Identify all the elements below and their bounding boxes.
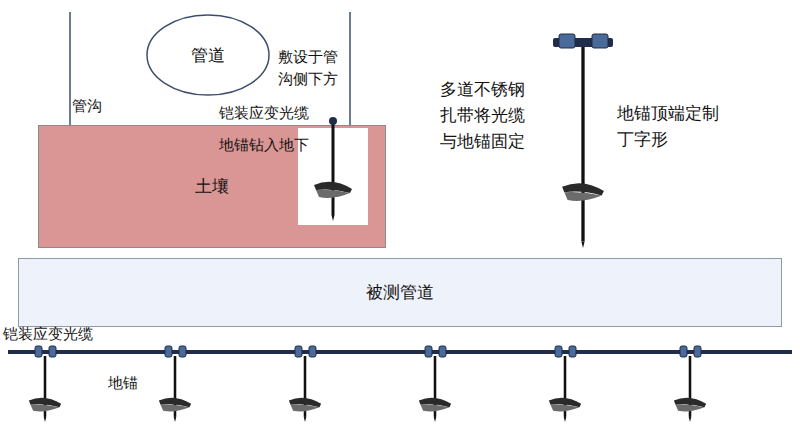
cable-label: 铠装应变光缆 [219, 104, 309, 122]
anchor-shaft [332, 122, 335, 215]
anchor-label: 地锚 [108, 374, 138, 392]
cable-clamp [309, 346, 316, 357]
anchor-helix [31, 405, 60, 412]
cable-section [329, 117, 337, 125]
node-label: 被测管道 [366, 281, 434, 304]
pipe-outline [147, 15, 269, 95]
anchor-helix [291, 405, 320, 412]
t-anchor [553, 34, 613, 248]
cable-clamp [165, 346, 172, 357]
cable-clamp [425, 346, 432, 357]
anchor-tip [689, 417, 692, 422]
note-text: 多道不锈钢 扎带将光缆 与地锚固定 [440, 76, 535, 154]
anchor-tip [44, 417, 47, 422]
anchor-helix [564, 192, 601, 201]
note-text: 地锚钻入地下 [219, 136, 309, 154]
cable-clamp [680, 346, 687, 357]
cable-clamp [179, 346, 186, 357]
anchor-helix [161, 405, 190, 412]
cable-clamp [35, 346, 42, 357]
ground-anchors [29, 34, 706, 422]
anchor-helix [551, 405, 580, 412]
cable-clamp [569, 346, 576, 357]
anchor-tip [304, 417, 307, 422]
anchor-tip [174, 417, 177, 422]
node-label: 土壤 [195, 175, 229, 198]
note-text: 敷设于管 沟侧下方 [278, 46, 347, 90]
cable-label: 铠装应变光缆 [3, 325, 93, 343]
cable-clamp [592, 34, 608, 48]
anchor-helix [676, 405, 705, 412]
cable-clamp [439, 346, 446, 357]
trench-label: 管沟 [72, 97, 102, 115]
cable-clamp [555, 346, 562, 357]
anchor-tip [581, 241, 584, 248]
anchor-tip [564, 417, 567, 422]
cable-clamp [49, 346, 56, 357]
trench-wall [69, 12, 71, 125]
armored-cable [8, 350, 792, 354]
cable-clamp [559, 34, 575, 48]
anchor-helix [421, 405, 450, 412]
node-label: 管道 [191, 44, 225, 67]
anchor-helix [316, 190, 350, 198]
pipe-ellipse: 管道 [146, 14, 270, 96]
cable-clamp [295, 346, 302, 357]
note-text: 地锚顶端定制 丁字形 [617, 100, 729, 152]
trench-wall [349, 12, 351, 125]
cable-clamp [694, 346, 701, 357]
anchor-tip [332, 215, 335, 221]
measured-pipe-band: 被测管道 [18, 258, 782, 327]
anchor-shaft [581, 47, 584, 241]
anchor-tip [434, 417, 437, 422]
soil-block: 土壤 [38, 125, 386, 248]
